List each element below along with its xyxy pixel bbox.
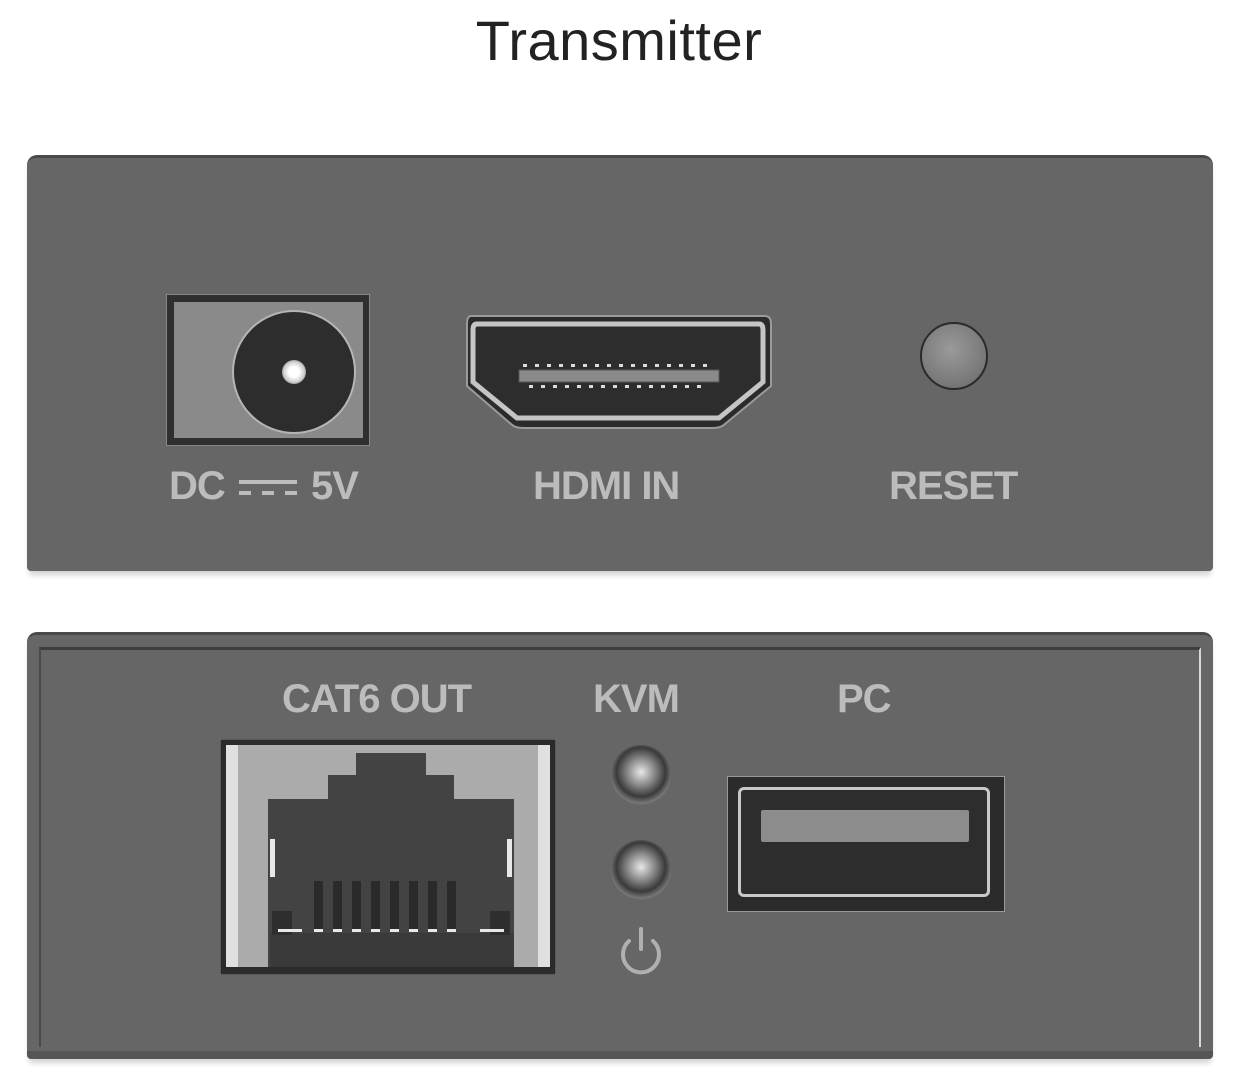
rj45-port-icon[interactable]: [220, 739, 556, 975]
rear-panel-frame: [39, 647, 1201, 1047]
hdmi-port-icon[interactable]: [463, 310, 773, 435]
hdmi-label: HDMI IN: [533, 464, 680, 508]
dc-label-prefix: DC: [169, 464, 226, 508]
reset-button[interactable]: [920, 322, 988, 390]
cat6-label: CAT6 OUT: [282, 677, 472, 721]
dc-label-suffix: 5V: [311, 464, 359, 508]
page-title: Transmitter: [475, 9, 763, 72]
usb-port-housing: [738, 787, 990, 897]
dc-power-jack[interactable]: [166, 294, 370, 446]
dc-jack-pin: [282, 360, 306, 384]
reset-label: RESET: [889, 464, 1018, 508]
dc-power-symbol-icon: [238, 480, 297, 496]
front-panel: DC 5V HDMI IN RESET: [27, 155, 1213, 571]
usb-port-tongue: [761, 810, 969, 842]
power-icon: [621, 927, 661, 975]
dc-jack-hole: [232, 310, 356, 434]
pc-label: PC: [837, 677, 892, 721]
kvm-led: [611, 745, 671, 805]
rear-panel: CAT6 OUT KVM PC: [27, 632, 1213, 1059]
usb-port-icon[interactable]: [727, 776, 1005, 912]
power-led: [611, 840, 671, 900]
kvm-label: KVM: [593, 677, 680, 721]
dc-label: DC 5V: [169, 464, 359, 509]
dc-jack-housing: [174, 302, 363, 438]
